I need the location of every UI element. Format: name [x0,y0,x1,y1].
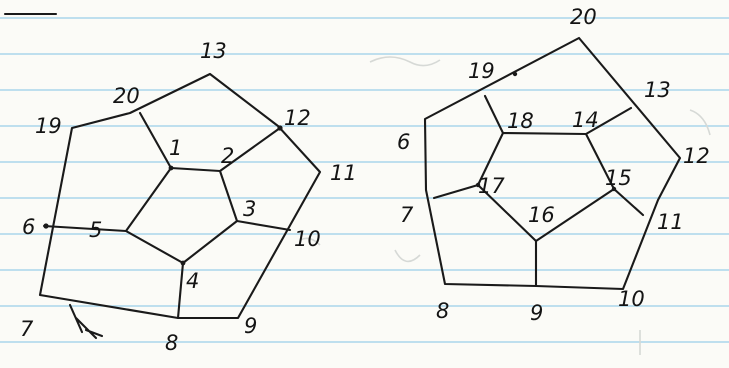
node-label-18: 18 [507,109,534,133]
node-label-6: 6 [22,215,35,239]
node-label-13: 13 [200,39,227,63]
node-label-1: 1 [169,136,182,160]
node-label-9: 9 [244,314,257,338]
node-label-16: 16 [528,203,555,227]
node-label-14: 14 [572,108,599,132]
ruled-lines [0,17,729,343]
node-label-2: 2 [221,144,234,168]
node-label-19: 19 [35,114,62,138]
node-label-8: 8 [165,331,178,355]
node-label-20: 20 [570,5,597,29]
node-label-7: 7 [20,317,34,341]
node-label-12: 12 [284,106,311,130]
node-label-17: 17 [478,174,505,198]
node-label-3: 3 [243,197,256,221]
node-label-7: 7 [400,203,414,227]
node-label-11: 11 [330,161,357,185]
node-label-6: 6 [397,130,410,154]
right-graph-labels: 20 19 13 18 14 6 12 15 17 16 7 11 8 9 10 [397,5,710,325]
node-label-10: 10 [294,227,321,251]
node-label-13: 13 [644,78,671,102]
right-graph [423,36,682,291]
node-label-11: 11 [657,210,684,234]
node-label-4: 4 [186,269,199,293]
node-label-9: 9 [530,301,543,325]
node-label-19: 19 [468,59,495,83]
node-label-8: 8 [436,299,449,323]
bleed-through [299,56,711,355]
node-label-15: 15 [605,166,632,190]
node-label-5: 5 [89,218,102,242]
left-graph-labels: 13 20 12 19 11 1 2 3 6 5 10 4 7 8 9 [20,39,357,355]
node-label-12: 12 [683,144,710,168]
node-label-20: 20 [113,84,140,108]
node-label-10: 10 [618,287,645,311]
left-graph [38,72,322,340]
